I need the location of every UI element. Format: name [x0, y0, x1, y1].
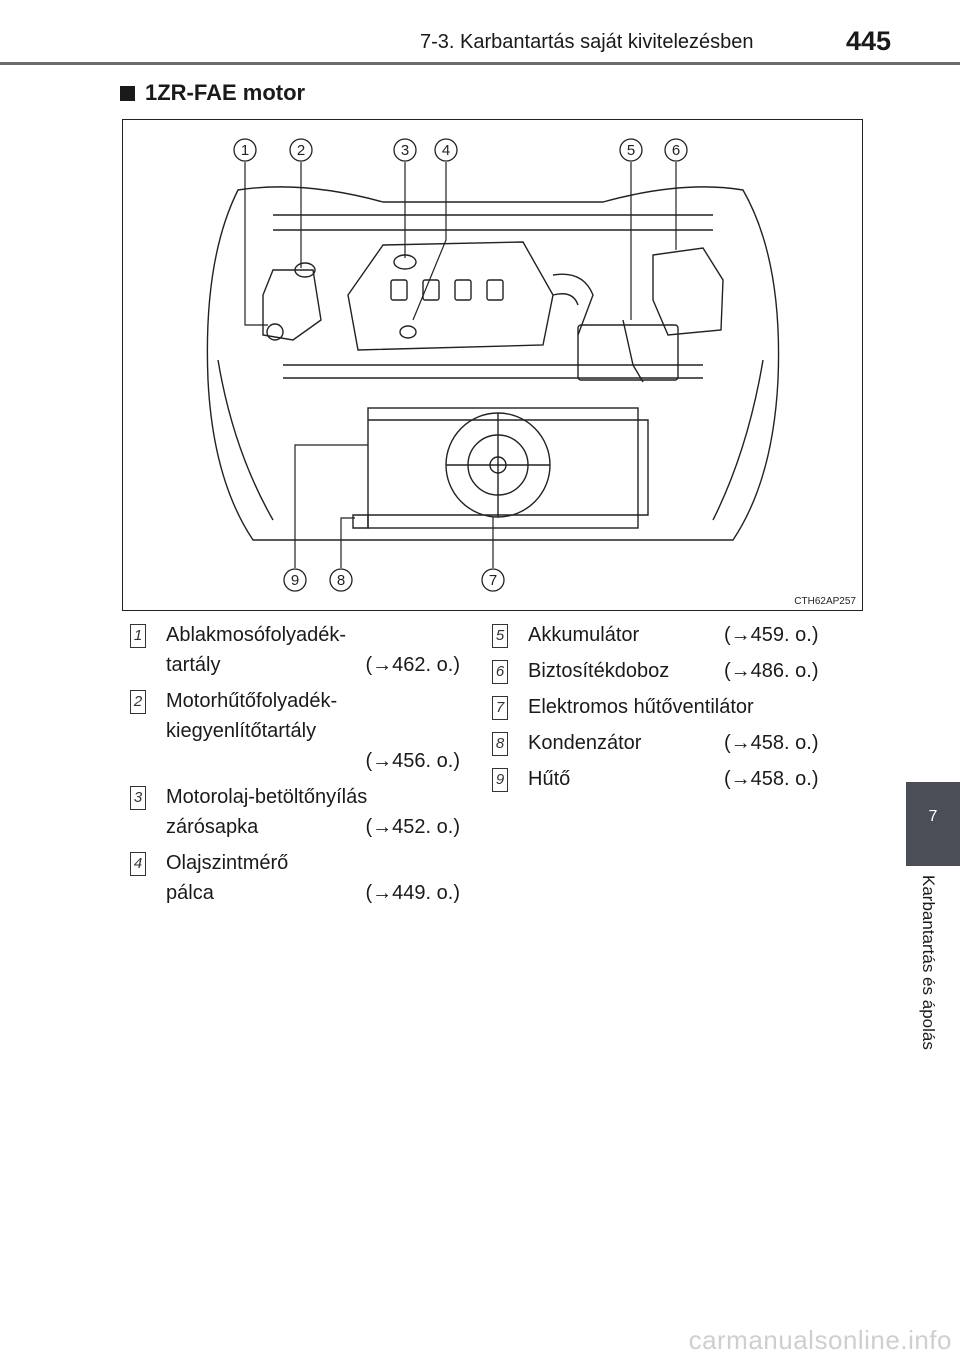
- legend-text: Motorolaj-betöltőnyílás zárósapka (→452. …: [166, 782, 460, 842]
- page-reference: (→462. o.): [365, 654, 460, 676]
- legend-label: Akkumulátor: [528, 624, 640, 646]
- legend-label: Ablakmosófolyadék-: [166, 624, 347, 646]
- legend-label: Hűtő: [528, 768, 571, 790]
- legend-item: 3 Motorolaj-betöltőnyílás zárósapka (→452…: [130, 782, 460, 842]
- legend-label-cont: zárósapka: [166, 816, 259, 838]
- legend-label-cont: pálca: [166, 882, 214, 904]
- callout-3: 3: [401, 142, 409, 159]
- page-reference: (→452. o.): [365, 816, 460, 838]
- header-rule: [0, 62, 960, 65]
- callout-2: 2: [297, 142, 305, 159]
- legend-item: 6 Biztosítékdoboz (→486. o.): [492, 656, 852, 686]
- callout-6: 6: [672, 142, 680, 159]
- legend-label: Biztosítékdoboz: [528, 660, 670, 682]
- legend-number: 4: [130, 852, 146, 876]
- legend-number: 1: [130, 624, 146, 648]
- legend-right: 5 Akkumulátor (→459. o.) 6 Biztosítékdobo…: [492, 620, 852, 800]
- engine-figure: 1 2 3 4 5 6 9 8 7 CTH62AP257: [122, 119, 863, 611]
- watermark: carmanualsonline.info: [688, 1325, 952, 1355]
- legend-item: 5 Akkumulátor (→459. o.): [492, 620, 852, 650]
- legend-number: 3: [130, 786, 146, 810]
- legend-number: 8: [492, 732, 508, 756]
- callout-8: 8: [337, 572, 345, 589]
- page-reference: (→458. o.): [724, 732, 819, 754]
- page-number: 445: [846, 26, 892, 56]
- callout-5: 5: [627, 142, 635, 159]
- chapter-side-label: Karbantartás és ápolás: [919, 875, 938, 1050]
- chapter-side-tab: 7: [906, 782, 960, 866]
- legend-label: Olajszintmérő: [166, 852, 289, 874]
- legend-label: Motorolaj-betöltőnyílás: [166, 786, 368, 808]
- legend-label: Elektromos hűtőventilátor: [528, 696, 754, 718]
- heading-square-icon: [120, 85, 135, 101]
- page-reference: (→486. o.): [724, 660, 819, 682]
- legend-item: 2 Motorhűtőfolyadék- kiegyenlítőtartály …: [130, 686, 460, 776]
- page-reference: (→449. o.): [365, 882, 460, 904]
- legend-number: 9: [492, 768, 508, 792]
- section-heading: 1ZR-FAE motor: [120, 80, 305, 106]
- engine-bay-illustration: 1 2 3 4 5 6 9 8 7: [206, 138, 780, 592]
- callout-4: 4: [442, 142, 450, 159]
- callout-1: 1: [241, 142, 249, 159]
- page-reference: (→458. o.): [724, 768, 819, 790]
- legend-label-cont: tartály: [166, 654, 221, 676]
- legend-text: Ablakmosófolyadék- tartály (→462. o.): [166, 620, 460, 680]
- legend-left: 1 Ablakmosófolyadék- tartály (→462. o.) 2…: [130, 620, 460, 914]
- legend-item: 1 Ablakmosófolyadék- tartály (→462. o.): [130, 620, 460, 680]
- legend-item: 4 Olajszintmérő pálca (→449. o.): [130, 848, 460, 908]
- legend-label: Kondenzátor: [528, 732, 642, 754]
- chapter-title: 7-3. Karbantartás saját kivitelezésben: [420, 31, 754, 53]
- legend-label-cont: kiegyenlítőtartály: [166, 720, 317, 742]
- page-reference: (→456. o.): [365, 750, 460, 772]
- page-reference: (→459. o.): [724, 624, 819, 646]
- callout-7: 7: [489, 572, 497, 589]
- legend-text: Olajszintmérő pálca (→449. o.): [166, 848, 460, 908]
- legend-item: 7 Elektromos hűtőventilátor: [492, 692, 852, 722]
- section-heading-text: 1ZR-FAE motor: [145, 80, 306, 105]
- callout-9: 9: [291, 572, 299, 589]
- legend-number: 7: [492, 696, 508, 720]
- legend-item: 9 Hűtő (→458. o.): [492, 764, 852, 794]
- legend-text: Motorhűtőfolyadék- kiegyenlítőtartály (→…: [166, 686, 460, 776]
- legend-number: 2: [130, 690, 146, 714]
- figure-code: CTH62AP257: [794, 596, 856, 607]
- legend-item: 8 Kondenzátor (→458. o.): [492, 728, 852, 758]
- legend-label: Motorhűtőfolyadék-: [166, 690, 338, 712]
- legend-number: 5: [492, 624, 508, 648]
- legend-number: 6: [492, 660, 508, 684]
